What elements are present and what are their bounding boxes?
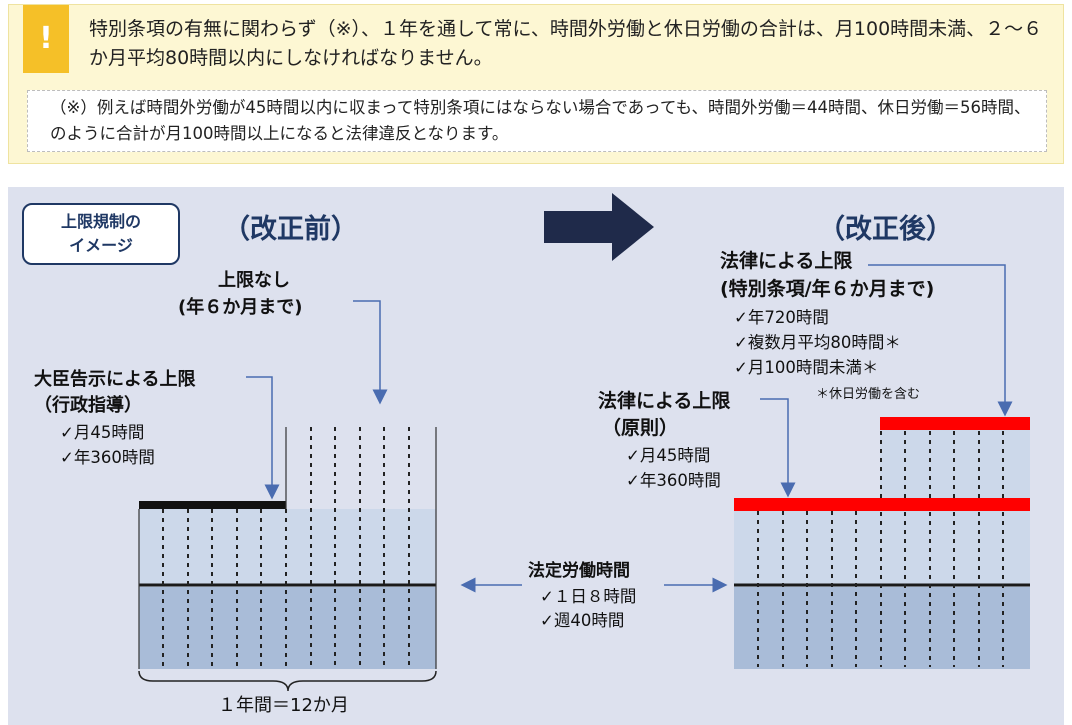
minister-item-month: ✓月45時間: [60, 423, 145, 442]
minister-item-year: ✓年360時間: [60, 448, 155, 467]
principle-limit-bar: [734, 498, 1030, 511]
leader-minister: [246, 376, 280, 500]
no-limit-label: 上限なし: [218, 270, 290, 291]
image-tag: 上限規制の イメージ: [22, 203, 180, 265]
regulation-diagram: 上限規制の イメージ （改正前） （改正後） 上限なし (年６か月まで) 大臣告…: [8, 187, 1064, 725]
special-item-year: ✓年720時間: [734, 308, 829, 327]
year-label: １年間＝12か月: [218, 695, 349, 716]
before-chart: [138, 427, 437, 692]
special-limit-sub-label: (特別条項/年６か月まで): [720, 278, 935, 300]
principle-item-year: ✓年360時間: [626, 471, 721, 490]
diagram-graphics: [138, 193, 1030, 692]
notice-footnote: （※）例えば時間外労働が45時間以内に収まって特別条項にはならない場合であっても…: [27, 90, 1047, 152]
no-limit-sub-label: (年６か月まで): [178, 297, 303, 318]
legal-hours-day: ✓１日８時間: [540, 587, 637, 606]
special-item-month: ✓月100時間未満＊: [734, 358, 879, 377]
special-item-average: ✓複数月平均80時間＊: [734, 333, 901, 352]
notice-text: 特別条項の有無に関わらず（※）、１年を通して常に、時間外労働と休日労働の合計は、…: [89, 18, 1043, 69]
leader-special: [868, 264, 1013, 417]
minister-limit-sub-label: （行政指導）: [34, 395, 142, 416]
minister-limit-label: 大臣告示による上限: [34, 369, 196, 390]
special-limit-bar: [880, 417, 1030, 430]
image-tag-text: 上限規制の イメージ: [60, 212, 141, 255]
principle-limit-label: 法律による上限: [598, 390, 731, 412]
notice-box: ! 特別条項の有無に関わらず（※）、１年を通して常に、時間外労働と休日労働の合計…: [8, 4, 1064, 164]
before-title: （改正前）: [223, 214, 358, 245]
special-footnote: ＊休日労働を含む: [816, 387, 921, 402]
leader-no-limit: [353, 300, 388, 405]
principle-limit-sub-label: （原則）: [602, 417, 679, 439]
after-title: （改正後）: [818, 214, 953, 245]
exclamation-icon: !: [23, 5, 69, 73]
legal-hours-label: 法定労働時間: [528, 561, 630, 581]
legal-hours-week: ✓週40時間: [540, 611, 625, 630]
transition-arrow: [544, 193, 654, 261]
after-chart: [734, 417, 1030, 669]
principle-item-month: ✓月45時間: [626, 446, 711, 465]
special-limit-label: 法律による上限: [720, 250, 853, 272]
leader-principle: [760, 398, 796, 498]
year-brace: [138, 670, 437, 692]
